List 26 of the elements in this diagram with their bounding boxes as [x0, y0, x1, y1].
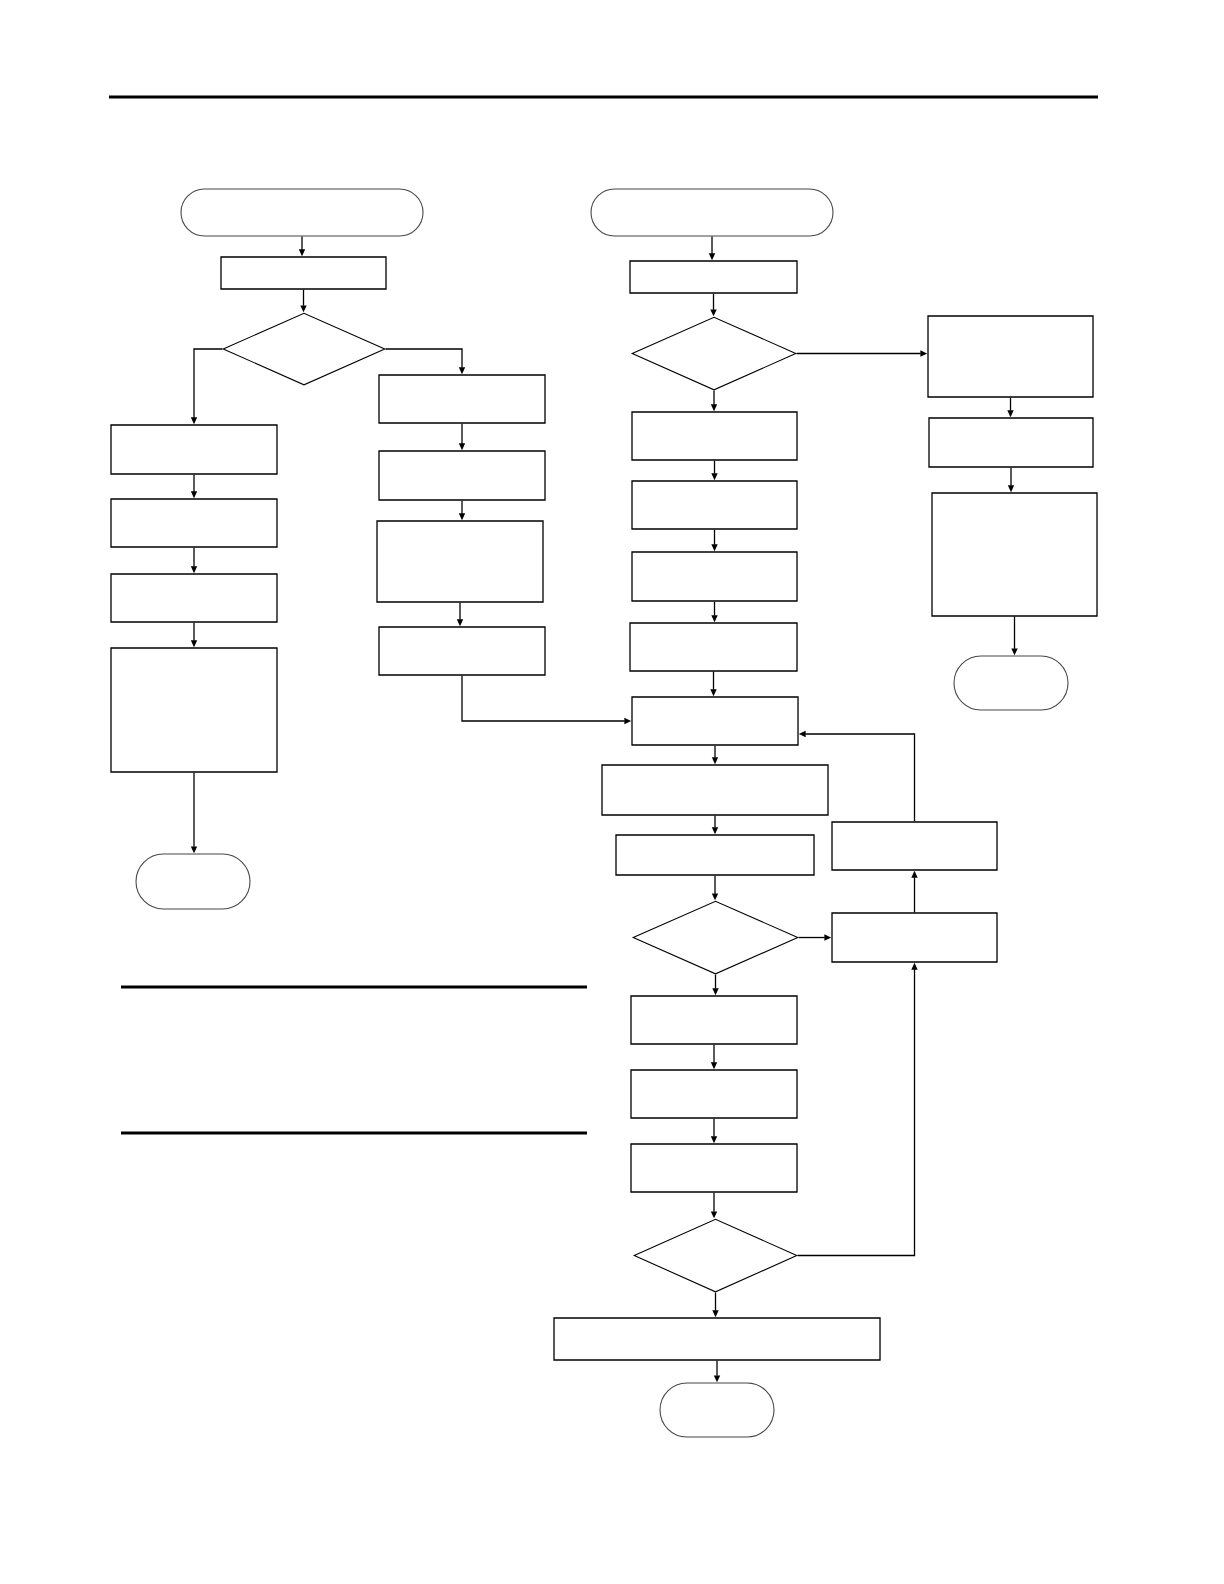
process-box — [630, 995, 798, 1045]
process-box — [630, 1069, 798, 1119]
process-box — [110, 424, 278, 475]
process-box — [630, 1143, 798, 1193]
process-box — [831, 821, 998, 871]
process-box — [831, 912, 998, 963]
process-box — [629, 260, 798, 294]
process-box — [631, 551, 798, 602]
process-box — [631, 411, 798, 461]
process-box — [220, 256, 387, 290]
process-box — [376, 520, 544, 603]
process-box — [110, 573, 278, 623]
process-box — [629, 622, 798, 672]
process-box — [631, 696, 799, 746]
process-box — [110, 647, 278, 773]
process-box — [553, 1317, 881, 1361]
process-box — [601, 764, 829, 816]
process-box — [378, 450, 546, 501]
process-box — [110, 498, 278, 548]
process-box — [931, 492, 1098, 617]
process-box — [631, 480, 798, 530]
process-box — [927, 315, 1094, 398]
process-box — [378, 626, 546, 676]
process-box — [378, 374, 546, 424]
process-box — [615, 834, 815, 876]
process-box — [928, 417, 1094, 468]
